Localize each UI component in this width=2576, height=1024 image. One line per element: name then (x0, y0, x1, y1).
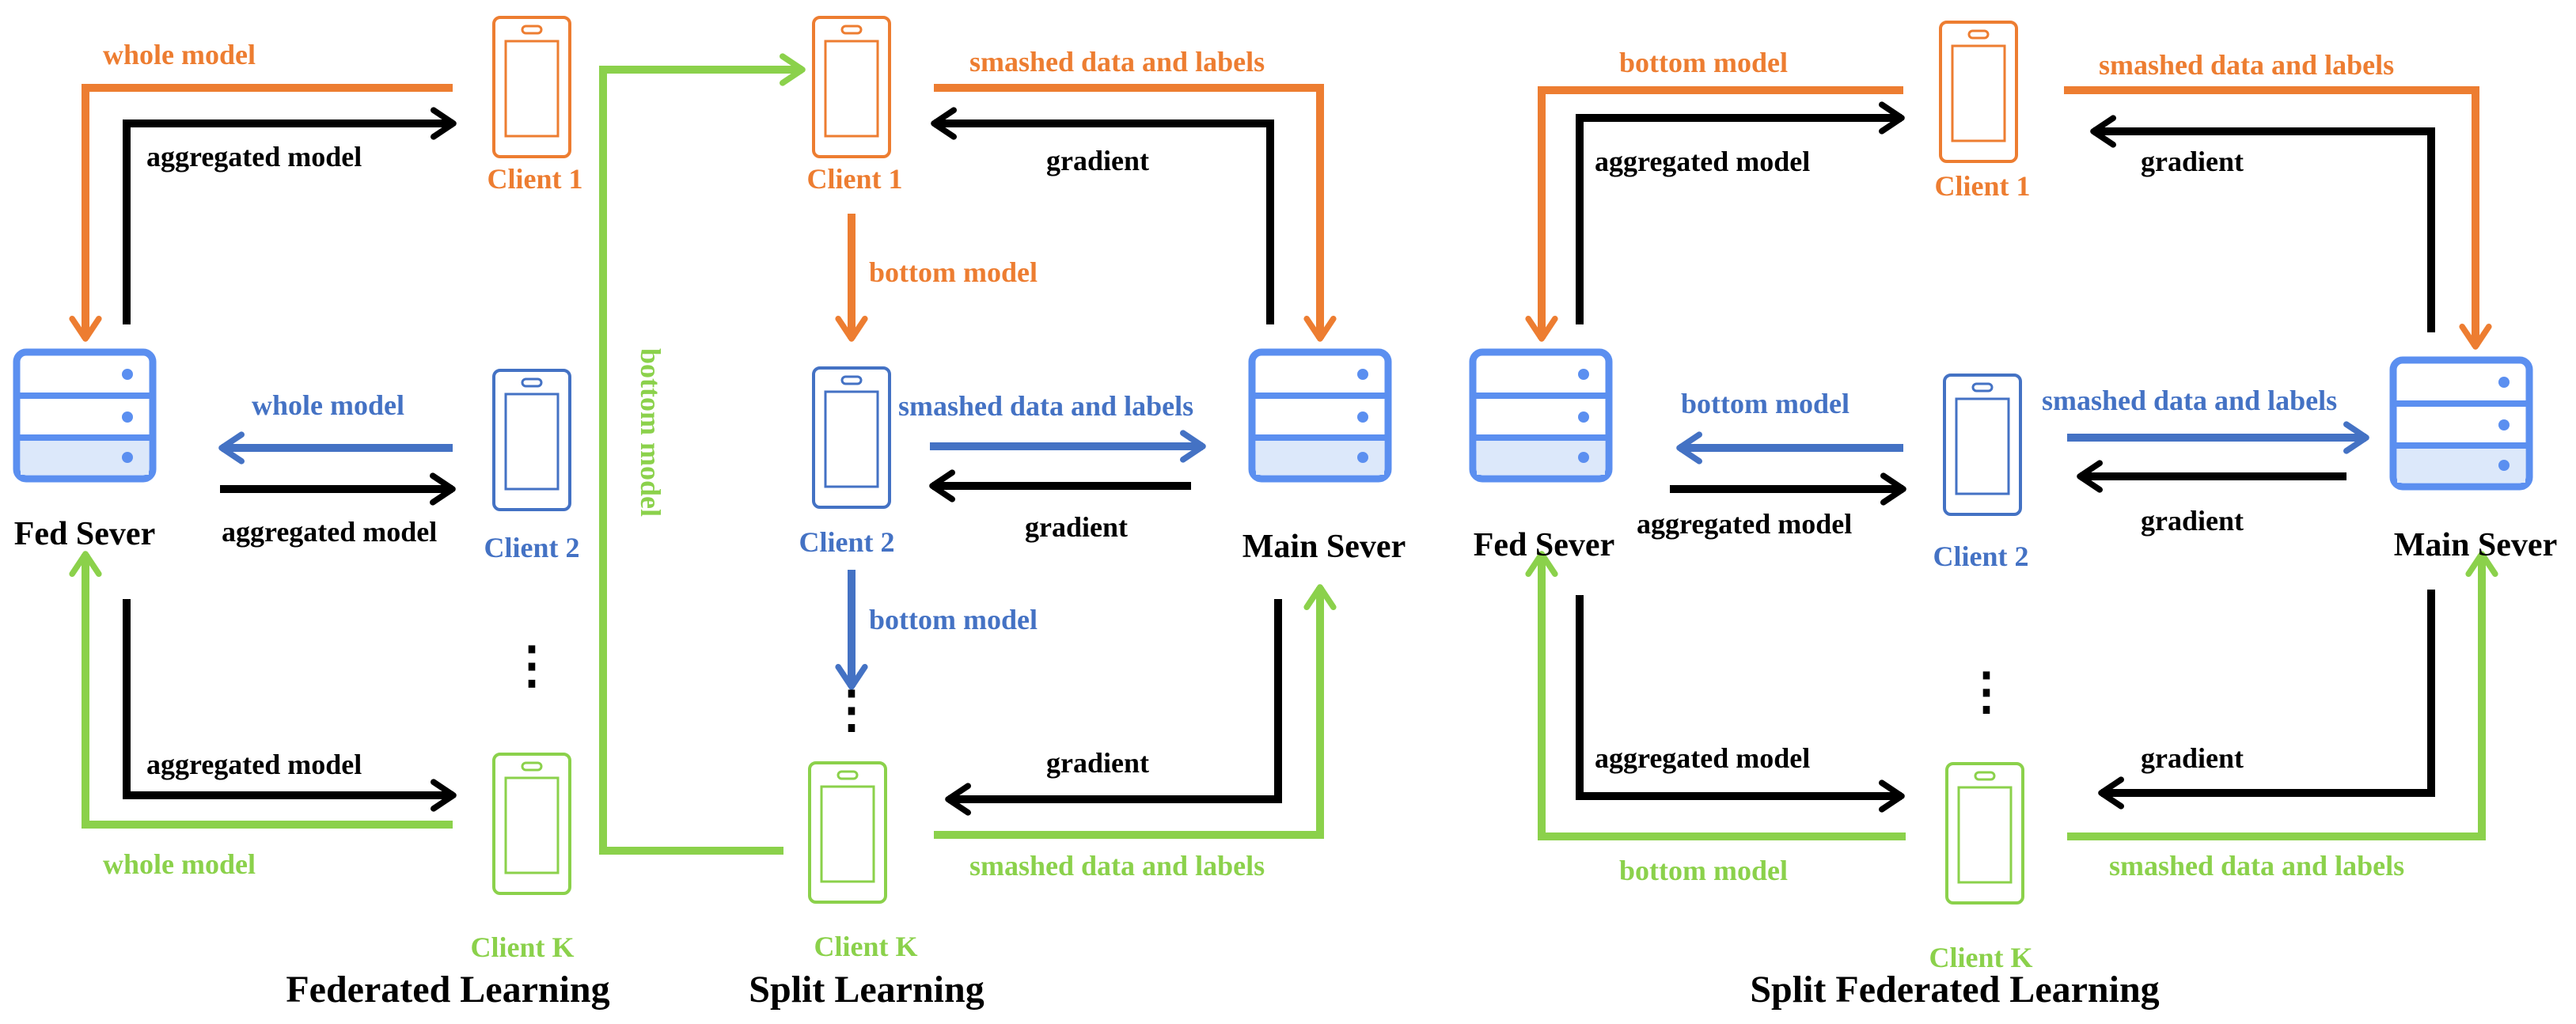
sfl-gradient-label-top: gradient (2141, 146, 2244, 177)
sfl-panel-title: Split Federated Learning (1750, 969, 2159, 1011)
sfl-bottom-model-label-bottom: bottom model (1619, 855, 1788, 886)
fl-whole-model-arrow-top (69, 84, 453, 342)
sl-gradient-arrow-top (931, 107, 1274, 324)
sfl-bottom-model-arrow-top (1525, 86, 1903, 342)
fl-aggregated-label-bottom: aggregated model (146, 749, 362, 780)
sfl-smashed-arrow-top (2064, 86, 2492, 350)
main-server-label-sl: Main Sever (1242, 529, 1406, 565)
fl-aggregated-arrow-bottom (123, 599, 457, 812)
sl-gradient-label-bottom: gradient (1046, 747, 1149, 779)
edges-layer (69, 53, 2498, 855)
sfl-smashed-label-bottom: smashed data and labels (2109, 850, 2404, 882)
sl-smashed-label-bottom: smashed data and labels (969, 850, 1265, 882)
sfl-gradient-label-mid: gradient (2141, 505, 2244, 537)
main-server-label-sfl: Main Sever (2394, 527, 2557, 563)
sfl-bottom-model-arrow-bottom (1525, 551, 1906, 840)
sl-gradient-arrow-bottom (945, 599, 1282, 816)
sl-bottom-model-arrow-green (599, 53, 806, 855)
sfl-smashed-label-top: smashed data and labels (2099, 49, 2394, 81)
fl-whole-model-label-mid: whole model (252, 389, 404, 421)
sfl-aggregated-arrow-top (1576, 101, 1905, 324)
client2-label-sl: Client 2 (799, 526, 895, 558)
sl-smashed-arrow-top (934, 84, 1337, 342)
client2-phone-icon-sl (812, 366, 891, 509)
sl-gradient-label-mid: gradient (1025, 511, 1128, 543)
fed-server-label-sfl: Fed Sever (1474, 527, 1614, 563)
sl-bottom-model-label-vertical: bottom model (635, 348, 666, 517)
fl-whole-model-label-bottom: whole model (103, 848, 256, 880)
clientk-phone-icon-sl (808, 761, 887, 904)
sl-bottom-model-label-blue: bottom model (869, 604, 1038, 635)
client2-label-fl: Client 2 (484, 532, 580, 563)
sl-panel-title: Split Learning (749, 969, 984, 1011)
main-server-icon-sfl (2389, 356, 2533, 491)
fl-whole-model-label-top: whole model (103, 39, 256, 70)
client1-label-sfl: Client 1 (1935, 170, 2031, 202)
sfl-aggregated-label-mid: aggregated model (1637, 508, 1852, 540)
sfl-aggregated-arrow-bottom (1576, 595, 1905, 813)
clientk-phone-icon-fl (492, 753, 571, 895)
sfl-gradient-arrow-bottom (2098, 590, 2435, 810)
client1-phone-icon-sl (812, 16, 891, 158)
sl-smashed-label-mid: smashed data and labels (898, 390, 1193, 422)
client1-phone-icon-sfl (1939, 21, 2018, 163)
clientk-label-fl: Client K (471, 931, 575, 963)
clientk-label-sfl: Client K (1929, 942, 2033, 973)
client1-phone-icon-fl (492, 16, 571, 158)
client2-label-sfl: Client 2 (1933, 540, 2029, 572)
ellipsis-fl: ⋮ (506, 637, 557, 693)
sfl-aggregated-label-top: aggregated model (1595, 146, 1810, 177)
ellipsis-sl: ⋮ (826, 681, 877, 738)
fl-aggregated-label-top: aggregated model (146, 141, 362, 173)
fl-aggregated-arrow-top (123, 107, 457, 324)
fl-panel-title: Federated Learning (286, 969, 609, 1011)
sfl-smashed-label-mid: smashed data and labels (2042, 385, 2337, 416)
sl-smashed-arrow-bottom (934, 584, 1337, 839)
clientk-phone-icon-sfl (1945, 762, 2024, 905)
icons-layer (13, 16, 2533, 905)
fed-server-icon-fl (13, 348, 157, 483)
sl-bottom-model-label-orange: bottom model (869, 256, 1038, 288)
sl-gradient-label-top: gradient (1046, 145, 1149, 176)
sl-smashed-label-top: smashed data and labels (969, 46, 1265, 78)
client2-phone-icon-fl (492, 369, 571, 511)
sfl-smashed-arrow-bottom (2067, 551, 2498, 840)
sfl-aggregated-label-bottom: aggregated model (1595, 742, 1810, 774)
main-server-icon-sl (1248, 348, 1392, 483)
sfl-bottom-model-label-mid: bottom model (1681, 388, 1849, 419)
sfl-gradient-arrow-top (2090, 115, 2435, 332)
labels-layer: whole model aggregated model whole model ag… (14, 39, 2557, 1011)
ellipsis-sfl: ⋮ (1961, 663, 2012, 719)
fl-whole-model-arrow-bottom (69, 551, 453, 829)
fl-aggregated-label-mid: aggregated model (222, 516, 437, 548)
fed-server-label-fl: Fed Sever (14, 516, 155, 552)
sfl-bottom-model-label-top: bottom model (1619, 47, 1788, 78)
fed-server-icon-sfl (1469, 348, 1613, 483)
sfl-gradient-label-bottom: gradient (2141, 742, 2244, 774)
clientk-label-sl: Client K (814, 931, 918, 962)
client1-label-sl: Client 1 (807, 163, 903, 195)
client2-phone-icon-sfl (1943, 374, 2022, 516)
client1-label-fl: Client 1 (488, 163, 583, 195)
